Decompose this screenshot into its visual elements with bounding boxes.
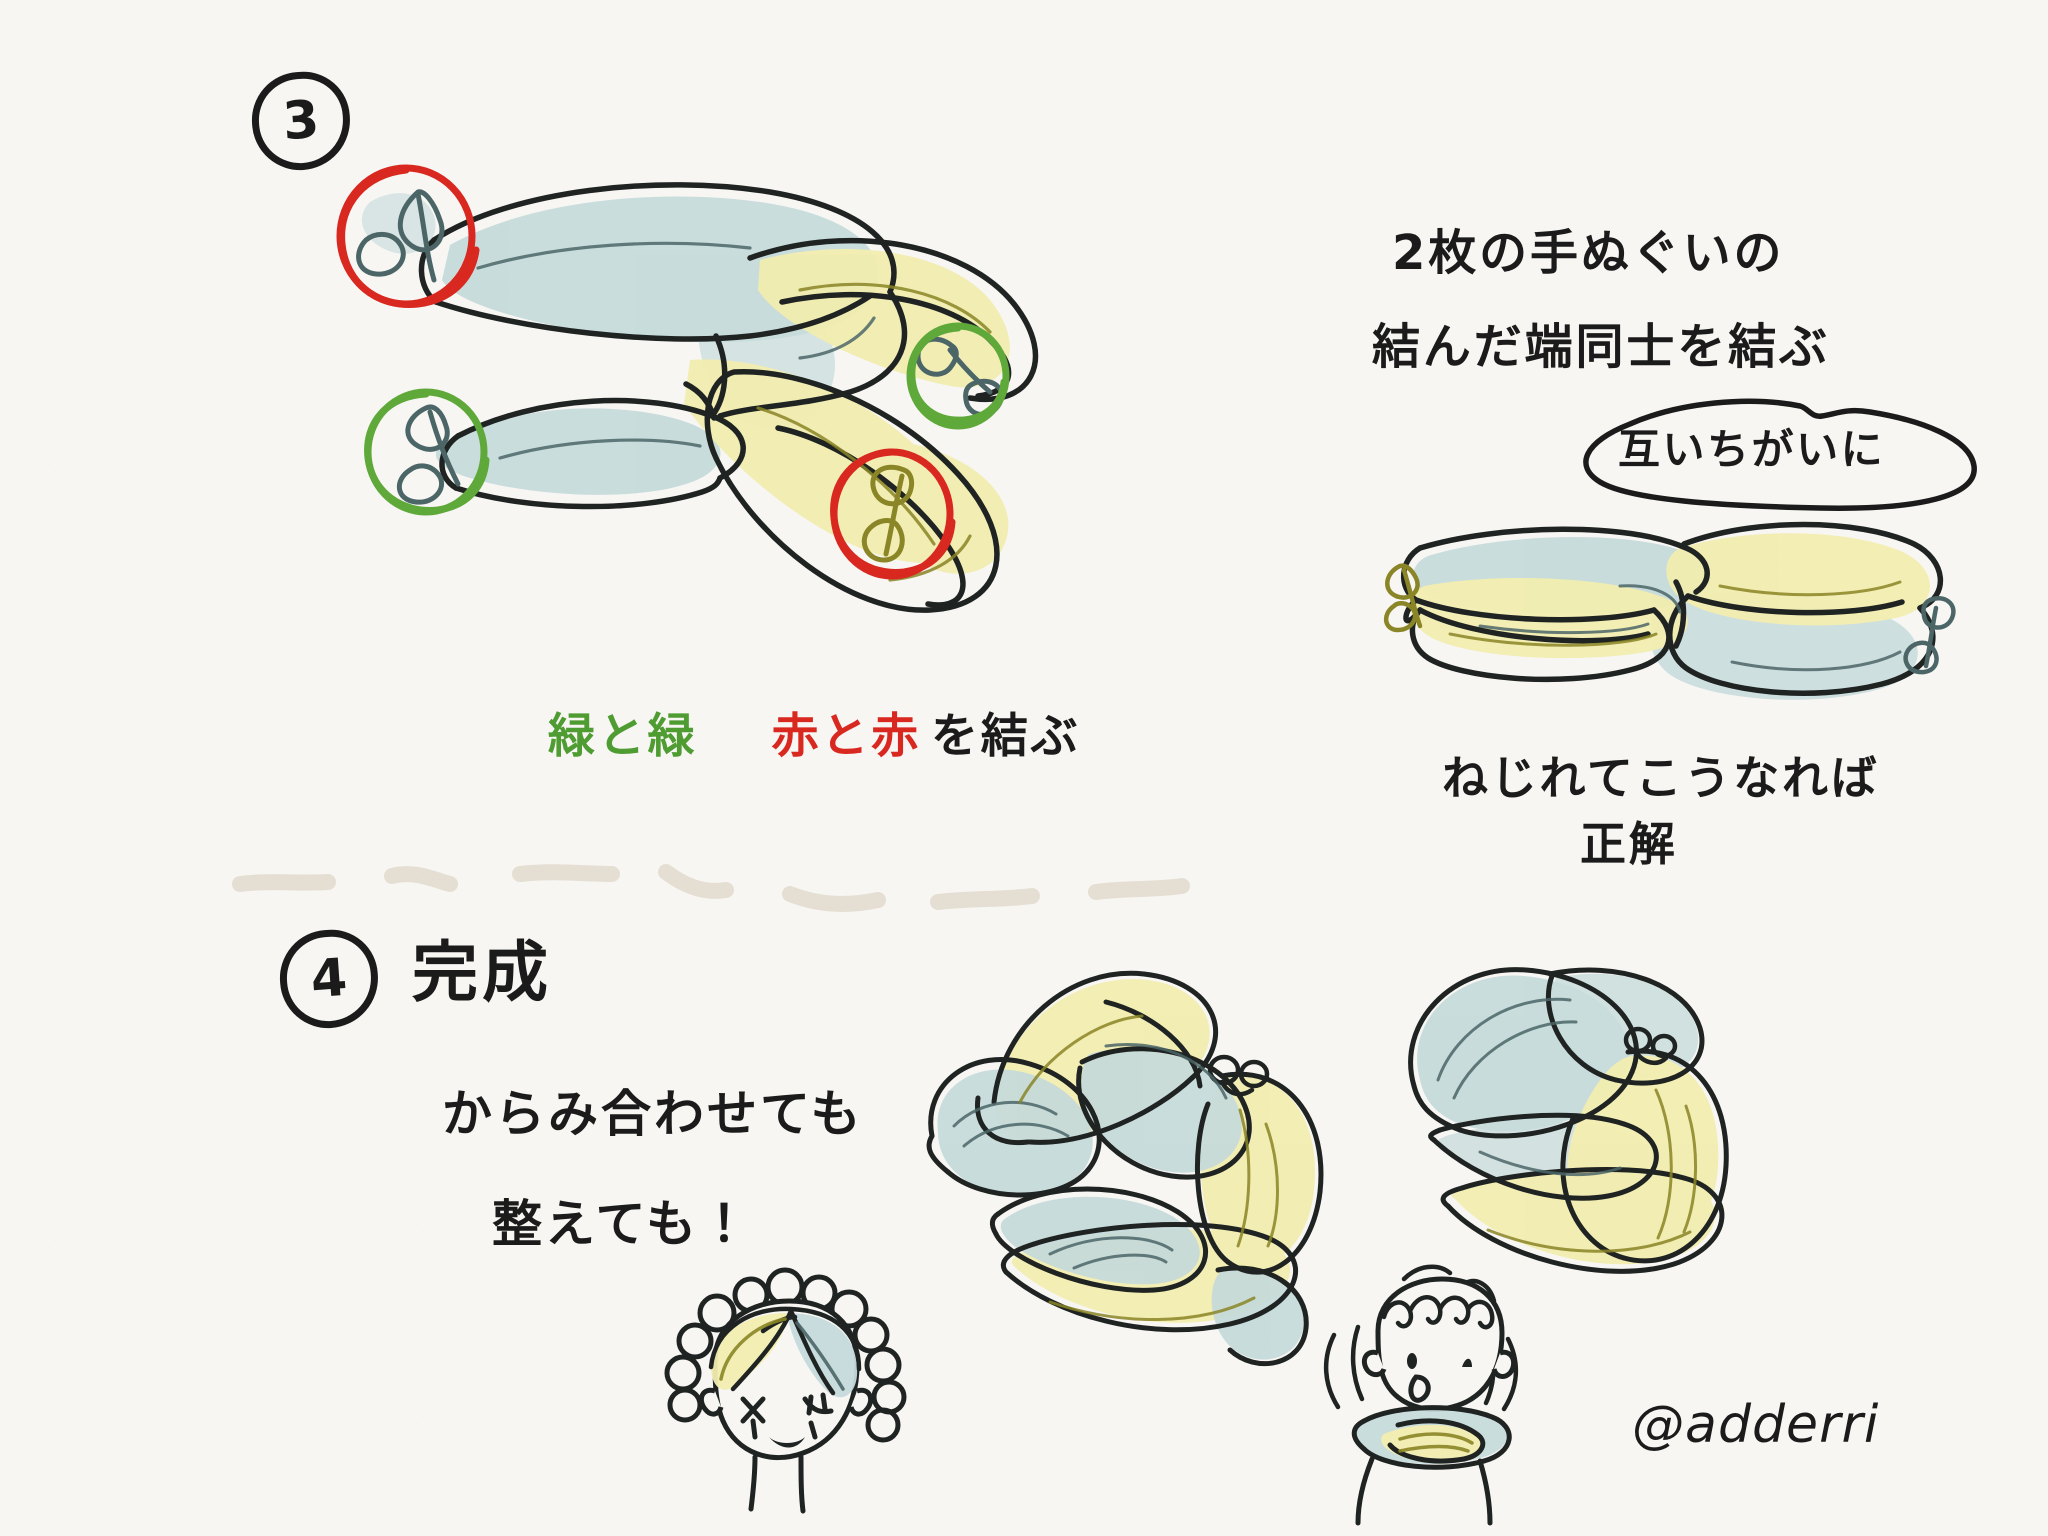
caption-tie-text: を結ぶ: [930, 709, 1081, 764]
knot-tails-yellow: [861, 464, 915, 563]
character-headband: [664, 1267, 907, 1514]
bubble-text: 互いちがいに: [1618, 425, 1886, 474]
result-knot-left: [1384, 563, 1423, 633]
step-4-number-badge: 4: [276, 926, 382, 1032]
character-scarf: [1323, 1264, 1519, 1526]
result-outlines: [1400, 521, 1944, 696]
character-2-ear-right: [1491, 1349, 1517, 1379]
step-3-result-diagram: [1384, 521, 1956, 700]
signature: @adderri: [1632, 1398, 1879, 1453]
finished-loop-center: [926, 970, 1324, 1367]
step-3-color-caption: 緑と緑 赤と赤 を結ぶ: [548, 709, 1081, 764]
finished-loop-right: [1408, 967, 1729, 1274]
character-2-head: [1375, 1276, 1505, 1412]
result-shading-yellow: [1448, 580, 1902, 647]
character-2-ear-left: [1361, 1349, 1387, 1378]
result-knot-right: [1903, 596, 1956, 675]
marker-circle-red-right-lower: [830, 448, 956, 580]
character-face: [740, 1392, 834, 1440]
result-caption-line-2: 正解: [1580, 817, 1678, 871]
step-4-line-2: 整えても！: [492, 1195, 752, 1253]
character-body: [748, 1454, 806, 1514]
marker-circle-green-lower-left: [364, 388, 490, 516]
result-caption-line-1: ねじれてこうなれば: [1442, 751, 1880, 805]
loopB-yellow-shading: [1486, 1088, 1697, 1253]
loopA-blue-shading: [952, 1043, 1228, 1270]
scarf-outline: [1351, 1405, 1512, 1470]
scarf-shading: [1398, 1432, 1474, 1453]
speech-bubble: [1583, 398, 1977, 511]
loopA-yellow-shading: [1018, 1014, 1279, 1322]
callout-line-1: 2枚の手ぬぐいの: [1392, 225, 1785, 281]
caption-red-text: 赤と赤: [771, 709, 921, 764]
character-ear-right: [848, 1387, 874, 1417]
marker-circle-red-upper-left: [336, 164, 480, 308]
step-3-diagram: [336, 164, 1039, 613]
curly-hair: [664, 1267, 907, 1443]
character-2-face: [1407, 1353, 1472, 1369]
headband-shading: [719, 1317, 845, 1391]
signature-handle: @adderri: [1632, 1395, 1880, 1455]
callout-line-2: 結んだ端同士を結ぶ: [1372, 319, 1830, 375]
character-2-hair: [1381, 1295, 1495, 1330]
step-4-line-1: からみ合わせても: [442, 1085, 864, 1143]
headband-yellow: [711, 1313, 787, 1390]
character-2-mouth: [1408, 1374, 1431, 1403]
loopB-blue-shading: [1436, 997, 1622, 1177]
loopA-knot: [1207, 1054, 1270, 1097]
result-shading: [1478, 584, 1902, 672]
character-mouth: [769, 1437, 805, 1448]
character-ear-left: [698, 1387, 724, 1417]
step-4-number: 4: [276, 926, 382, 1032]
blue-shading-lines: [476, 241, 876, 460]
marker-circle-green-right-upper: [906, 322, 1010, 430]
step-4-title: 完成: [412, 934, 552, 1011]
caption-green-text: 緑と緑: [548, 709, 698, 764]
section-divider: [232, 864, 1190, 912]
character-2-body: [1355, 1456, 1493, 1526]
loopB-knot: [1623, 1026, 1678, 1066]
